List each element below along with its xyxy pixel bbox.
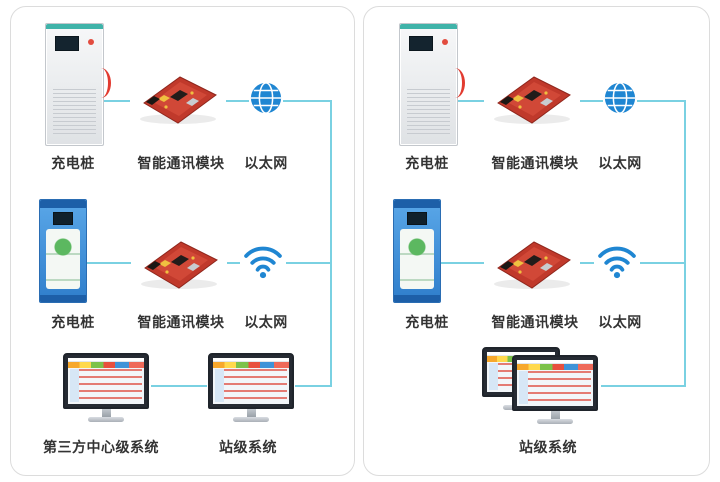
screen-status-strip <box>517 364 593 370</box>
monitor-screen <box>512 355 598 411</box>
label-charging-pile: 充电桩 <box>405 155 449 171</box>
cabinet-base <box>40 295 86 302</box>
cabinet-poster <box>46 229 80 289</box>
globe-icon <box>603 81 637 115</box>
cabinet-vent-grille <box>53 89 96 135</box>
label-comm-module: 智能通讯模块 <box>137 314 225 330</box>
cabinet-vent-grille <box>407 89 450 135</box>
cabinet-header <box>394 200 440 208</box>
monitor-stand-base <box>233 417 269 422</box>
screen-status-strip <box>68 362 144 368</box>
screen-toolbar <box>213 358 289 362</box>
system-monitor-station <box>208 353 294 422</box>
cabinet-screen <box>409 36 433 51</box>
charging-pile-cabinet <box>45 23 111 146</box>
wifi-icon <box>594 239 640 279</box>
cabinet-button <box>88 39 94 45</box>
wifi-icon <box>240 239 286 279</box>
globe-icon <box>249 81 283 115</box>
cabinet-base <box>394 295 440 302</box>
monitor-stand-neck <box>246 408 256 417</box>
comm-module-board-image <box>484 234 580 292</box>
comm-module-board-image <box>131 234 227 292</box>
monitor-screen <box>208 353 294 409</box>
charging-pile-cabinet-blue <box>393 199 441 303</box>
cabinet-button <box>442 39 448 45</box>
label-ethernet: 以太网 <box>598 155 642 171</box>
label-comm-module: 智能通讯模块 <box>491 155 579 171</box>
screen-status-strip <box>213 362 289 368</box>
cabinet-header <box>40 200 86 208</box>
label-charging-pile: 充电桩 <box>405 314 449 330</box>
label-comm-module: 智能通讯模块 <box>491 314 579 330</box>
label-ethernet: 以太网 <box>244 155 288 171</box>
screen-chart-area <box>70 369 142 402</box>
label-charging-pile: 充电桩 <box>51 155 95 171</box>
screen-chart-area <box>519 371 591 404</box>
left-panel: 充电桩 智能通讯模块 以太网 <box>10 6 355 476</box>
label-ethernet: 以太网 <box>244 314 288 330</box>
screen-toolbar <box>517 360 593 364</box>
label-station-system: 站级系统 <box>519 439 577 455</box>
monitor-stand-base <box>537 419 573 424</box>
cabinet-top-strip <box>400 24 457 29</box>
cabinet-poster <box>400 229 434 289</box>
monitor-stand-base <box>88 417 124 422</box>
monitor-screen <box>63 353 149 409</box>
system-monitor-station <box>512 355 598 424</box>
monitor-stand-neck <box>550 410 560 419</box>
cabinet-screen <box>407 212 427 225</box>
screen-toolbar <box>68 358 144 362</box>
label-third-party-system: 第三方中心级系统 <box>43 439 159 455</box>
label-station-system: 站级系统 <box>219 439 277 455</box>
cabinet-top-strip <box>46 24 103 29</box>
dashboard-ui <box>213 358 289 404</box>
system-monitor-third-party <box>63 353 149 422</box>
label-ethernet: 以太网 <box>598 314 642 330</box>
screen-chart-area <box>215 369 287 402</box>
cabinet-screen <box>55 36 79 51</box>
label-charging-pile: 充电桩 <box>51 314 95 330</box>
dashboard-ui <box>68 358 144 404</box>
charging-pile-cabinet-blue <box>39 199 87 303</box>
cabinet-screen <box>53 212 73 225</box>
charging-cable <box>96 68 111 98</box>
comm-module-board-image <box>484 69 580 127</box>
charging-cable <box>450 68 465 98</box>
dashboard-ui <box>517 360 593 406</box>
right-panel: 充电桩 智能通讯模块 以太网 <box>363 6 710 476</box>
monitor-stand-neck <box>101 408 111 417</box>
charging-pile-cabinet <box>399 23 465 146</box>
comm-module-board-image <box>130 69 226 127</box>
label-comm-module: 智能通讯模块 <box>137 155 225 171</box>
